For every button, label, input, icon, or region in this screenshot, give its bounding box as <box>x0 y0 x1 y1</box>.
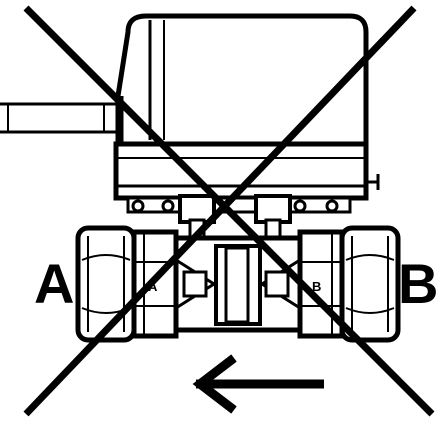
valve-body <box>75 225 401 343</box>
left-arrow-icon <box>192 354 324 414</box>
actuator-cable <box>0 102 118 134</box>
valve-port-a-small-label: A <box>148 279 158 294</box>
mounting-bracket <box>126 194 352 250</box>
port-b-label: B <box>398 252 436 315</box>
actuator-head <box>115 13 369 147</box>
valve-port-b-small-label: B <box>312 279 321 294</box>
cross-out-x-icon <box>23 5 435 417</box>
actuator-body <box>113 141 380 201</box>
port-a-label: A <box>34 252 74 315</box>
